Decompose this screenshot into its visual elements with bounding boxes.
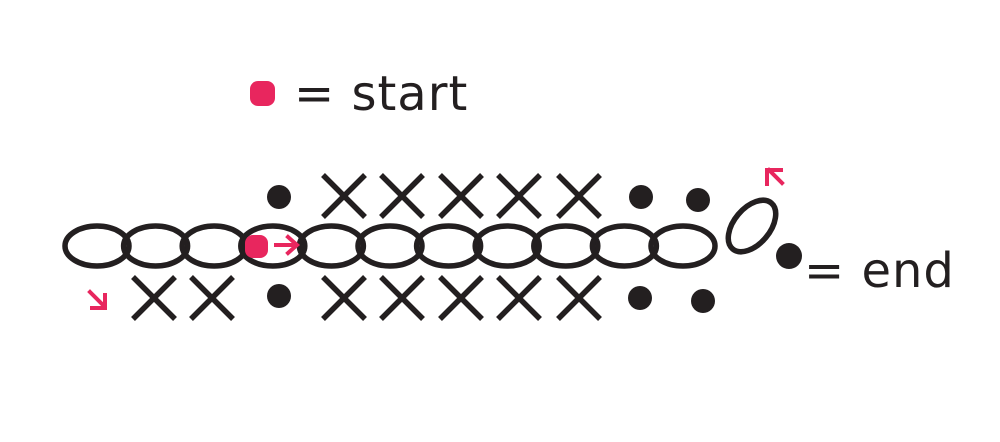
single-crochet-x: [321, 275, 367, 321]
chain-stitch: [413, 223, 484, 269]
arrow-right-icon: [274, 234, 301, 256]
legend-end-label: = end: [804, 243, 955, 299]
single-crochet-x: [321, 173, 367, 219]
arrow-up-left-icon: [765, 167, 785, 186]
slip-stitch-dot: [691, 289, 715, 313]
chain-stitch: [296, 223, 367, 269]
end-marker: [776, 243, 802, 269]
single-crochet-x: [438, 275, 484, 321]
chain-stitch: [355, 223, 425, 269]
chain-stitch: [238, 223, 308, 269]
slip-stitch-dot: [686, 188, 710, 212]
chain-stitch: [472, 223, 542, 269]
chain-stitch: [179, 223, 249, 269]
chain-stitch: [648, 223, 718, 269]
chain-stitch: [120, 223, 191, 269]
single-crochet-x: [496, 275, 542, 321]
single-crochet-x: [556, 275, 602, 321]
start-marker: [250, 81, 275, 106]
turning-chain: [725, 197, 779, 255]
start-point-marker: [245, 235, 268, 258]
slip-stitch-dot: [267, 284, 291, 308]
chain-stitch: [531, 223, 601, 269]
chain-stitch: [62, 223, 132, 269]
single-crochet-x: [131, 275, 177, 321]
bottom-stitch-row: [131, 275, 715, 321]
single-crochet-x: [556, 173, 602, 219]
single-crochet-x: [438, 173, 484, 219]
top-stitch-row: [267, 173, 710, 219]
legend-end: = end: [776, 243, 955, 299]
legend-start: = start: [250, 66, 468, 122]
single-crochet-x: [189, 275, 235, 321]
legend-start-label: = start: [294, 66, 468, 122]
foundation-chain: [62, 223, 718, 269]
slip-stitch-dot: [628, 286, 652, 310]
single-crochet-x: [496, 173, 542, 219]
slip-stitch-dot: [629, 185, 653, 209]
single-crochet-x: [379, 275, 425, 321]
chain-stitch: [589, 223, 660, 269]
single-crochet-x: [379, 173, 425, 219]
arrow-down-right-icon: [87, 289, 107, 310]
slip-stitch-dot: [267, 185, 291, 209]
